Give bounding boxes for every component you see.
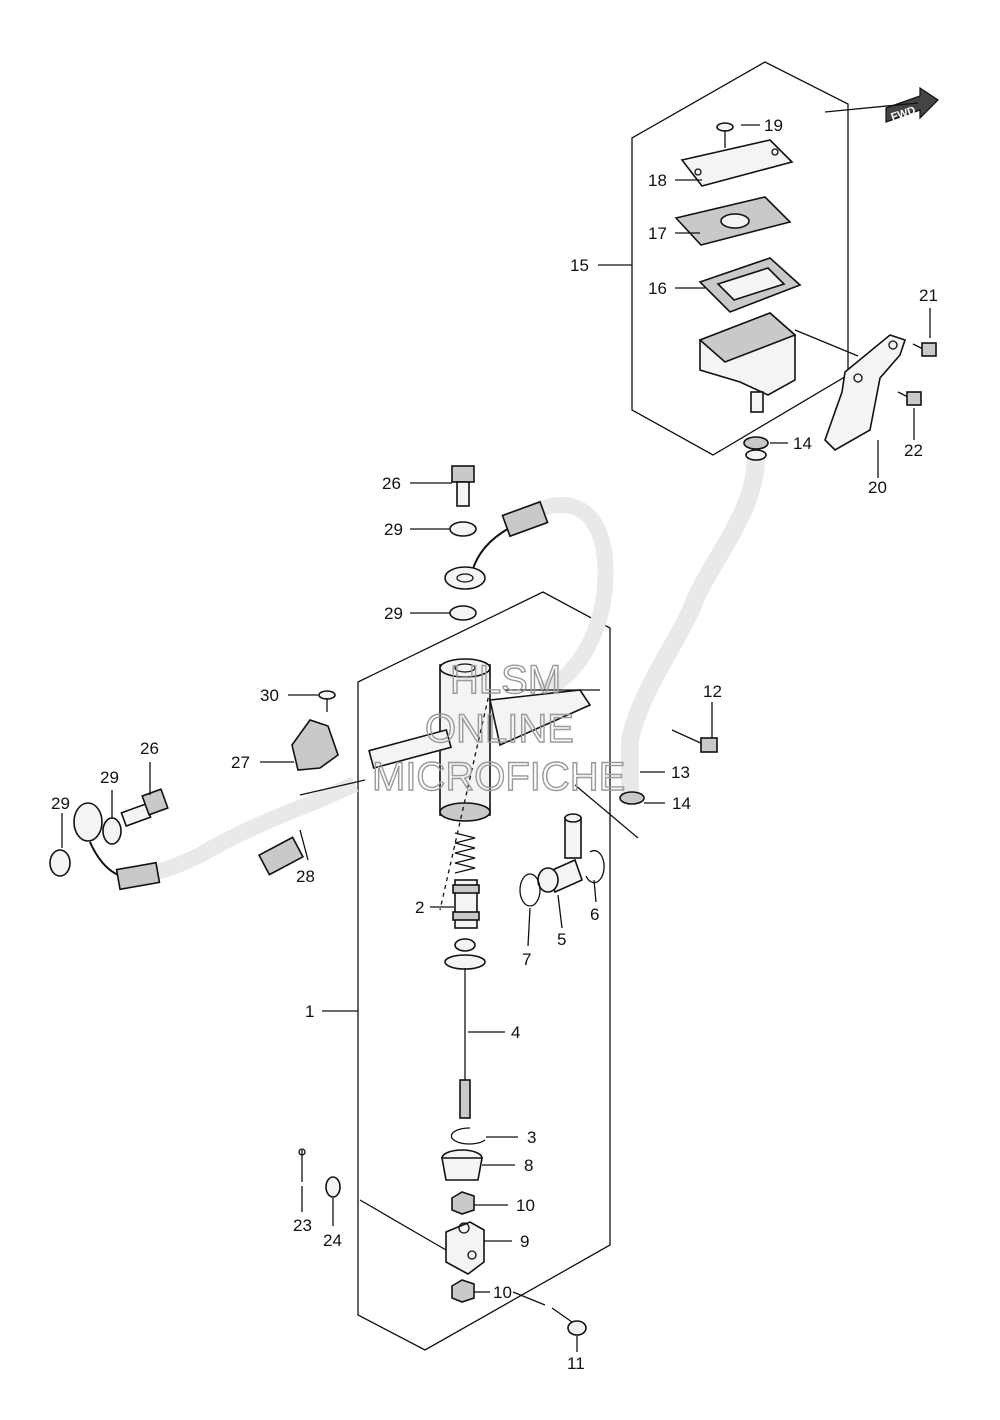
lock-nut-lower [451,1279,475,1303]
lower-washer-a [102,817,122,845]
hose-guide-screw [318,690,336,712]
reservoir-screw [716,122,734,148]
callout-7: 7 [522,950,531,969]
callout-29-b: 29 [384,604,403,623]
bracket-bolt-lower [897,391,922,406]
master-cylinder-bolt [671,729,718,753]
reservoir-assembly-frame [631,61,849,456]
upper-union-bolt [451,465,475,507]
clevis-pin [551,1307,587,1336]
callout-26-lower: 26 [140,739,159,758]
callout-2: 2 [415,898,424,917]
callouts: 19 18 17 15 16 21 22 20 14 26 29 29 30 1… [51,116,938,1373]
connector-o-ring [519,873,541,907]
watermark-line-3: MICROFICHE [372,755,625,799]
callout-11: 11 [567,1354,585,1373]
callout-5: 5 [557,930,566,949]
callout-1: 1 [305,1002,314,1021]
callout-10-lower: 10 [493,1283,512,1302]
piston-spring [454,832,476,874]
watermark-line-1: HLSM [450,658,561,702]
callout-16: 15 [570,256,589,275]
callout-14: 14 [672,794,691,813]
callout-29-d: 29 [51,794,70,813]
callout-4: 4 [511,1023,520,1042]
dust-boot [441,1149,483,1181]
callout-3: 3 [527,1128,536,1147]
reservoir-bracket [824,334,907,451]
callout-28: 28 [296,867,315,886]
hose-clamp-lower [619,791,645,805]
piston-assembly [452,879,480,929]
upper-washer-a [449,521,477,537]
push-rod [444,938,486,1119]
callout-30: 30 [260,686,279,705]
watermark-line-2: ONLINE [425,707,574,751]
callout-29-a: 29 [384,520,403,539]
bracket-bolt-upper [912,342,937,357]
leader-lines [61,124,931,1352]
upper-washer-b [449,605,477,621]
callout-12: 12 [703,682,722,701]
clevis [445,1221,485,1275]
circlip [450,1127,486,1145]
hose-connector [537,813,583,894]
connector-circlip [585,849,605,884]
master-cylinder-body [368,658,592,822]
master-cylinder-assembly-frame [357,591,611,1351]
hose-guide [291,719,339,771]
callout-27: 27 [231,753,250,772]
callout-21: 20 [868,478,887,497]
cotter-pin [298,1148,306,1182]
callout-20: 19 [764,116,783,135]
lower-washer-b [49,849,71,877]
callout-18: 17 [648,224,667,243]
lock-nut-upper [451,1191,475,1215]
callout-8: 8 [524,1156,533,1175]
hose-clamp-upper [743,436,769,450]
callout-10-upper: 10 [516,1196,535,1215]
reservoir-body [698,312,859,413]
callout-25: 24 [323,1231,342,1250]
callout-23: 22 [904,441,923,460]
callout-9: 9 [520,1232,529,1251]
callout-19: 18 [648,171,667,190]
lower-banjo-fitting [73,802,161,891]
callout-6: 6 [590,905,599,924]
callout-26-upper: 26 [382,474,401,493]
clevis-washer [325,1176,341,1198]
lower-union-bolt [120,788,169,828]
callout-29-c: 29 [100,768,119,787]
watermark: HLSM ONLINE MICROFICHE [371,657,626,799]
callout-17: 16 [648,279,667,298]
reservoir-cap [680,139,794,187]
callout-22: 21 [919,286,938,305]
callout-24: 23 [293,1216,312,1235]
upper-banjo-fitting [444,500,549,590]
callout-15: 14 [793,434,812,453]
callout-13: 13 [671,763,690,782]
